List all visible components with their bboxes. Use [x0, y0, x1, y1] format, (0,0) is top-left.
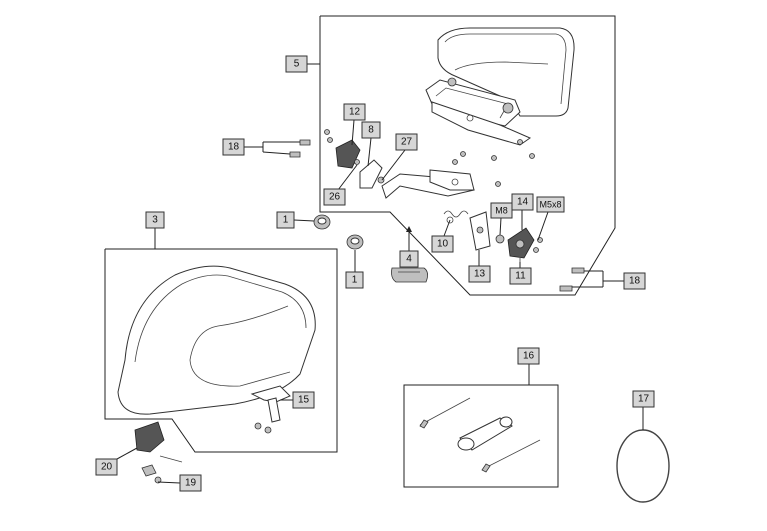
frame-rider-seat-group: [104, 248, 338, 453]
callout-m8-label: M8: [495, 206, 508, 216]
callout-12: 12: [343, 103, 366, 121]
screwdriver-part-a: [419, 397, 471, 429]
plate-part: [354, 159, 383, 189]
callout-20: 20: [95, 458, 118, 476]
callout-16: 16: [517, 347, 540, 365]
screw-set-m5: [533, 237, 543, 253]
callout-20-label: 20: [101, 462, 113, 473]
leader-lines: [116, 63, 644, 484]
callout-m8: M8: [490, 202, 513, 219]
screw-set-18a: [289, 139, 311, 158]
callout-3-label: 3: [152, 215, 158, 226]
lock-rod-part: [381, 169, 475, 199]
callout-27: 27: [395, 133, 418, 151]
callout-m5x8-label: M5x8: [539, 200, 561, 210]
callout-13-label: 13: [474, 269, 486, 280]
callout-5: 5: [285, 55, 308, 73]
lock-bracket-part: [469, 211, 491, 251]
callout-26-label: 26: [329, 192, 341, 203]
hinge-bracket-part: [250, 385, 291, 423]
callout-19: 19: [179, 474, 202, 492]
callout-15-label: 15: [298, 395, 310, 406]
rubber-bumper-b-part: [346, 234, 364, 250]
rubber-pad-part: [391, 267, 428, 283]
socket-wrench-part: [457, 416, 513, 451]
elastic-strap-part: [616, 429, 670, 503]
clip-part: [141, 464, 162, 484]
callout-10: 10: [431, 235, 454, 253]
callout-14: 14: [511, 193, 534, 211]
callout-3: 3: [145, 211, 165, 229]
screw-part: [377, 176, 385, 184]
callout-13: 13: [468, 265, 491, 283]
callout-26: 26: [323, 188, 346, 206]
callout-17: 17: [632, 390, 655, 408]
callout-8: 8: [361, 121, 381, 139]
callout-18b-label: 18: [629, 276, 641, 287]
callout-10-label: 10: [437, 239, 449, 250]
callout-16-label: 16: [523, 351, 535, 362]
spring-part: [443, 210, 469, 224]
callout-17-label: 17: [638, 394, 650, 405]
callout-27-label: 27: [401, 137, 413, 148]
seat-bracket-part: [431, 101, 532, 146]
nut-set-15: [254, 422, 272, 434]
callout-4: 4: [399, 250, 419, 268]
callout-1b-label: 1: [352, 275, 358, 286]
callout-4-label: 4: [406, 254, 412, 265]
rubber-bumper-a-part: [313, 214, 331, 230]
callout-18a-label: 18: [228, 142, 240, 153]
seat-latch-part: [134, 421, 183, 463]
screwdriver-part-b: [481, 439, 541, 473]
callout-11: 11: [509, 267, 532, 285]
screw-set-18b: [559, 267, 585, 292]
callout-1a-label: 1: [283, 215, 289, 226]
callout-12-label: 12: [349, 107, 361, 118]
pillion-seat-base-part: [425, 77, 521, 127]
callout-1a: 1: [276, 211, 295, 229]
callout-m5x8: M5x8: [536, 196, 565, 213]
nut-m8-part: [495, 234, 505, 244]
callout-8-label: 8: [368, 125, 374, 136]
callout-18a: 18: [222, 138, 245, 156]
seat-lock-part: [507, 227, 535, 259]
latch-cover-part: [324, 129, 361, 169]
callout-15: 15: [292, 391, 315, 409]
screw-set-seat: [452, 139, 535, 187]
frame-tool-kit: [403, 384, 559, 488]
frame-pillion-seat-group: [319, 15, 616, 296]
callout-19-label: 19: [185, 478, 197, 489]
pillion-seat-part: [437, 27, 575, 117]
callout-11-label: 11: [515, 271, 526, 282]
callout-5-label: 5: [294, 59, 300, 70]
callout-18b: 18: [623, 272, 646, 290]
callout-1b: 1: [345, 271, 364, 289]
rider-seat-part: [117, 265, 316, 415]
callout-14-label: 14: [517, 197, 529, 208]
